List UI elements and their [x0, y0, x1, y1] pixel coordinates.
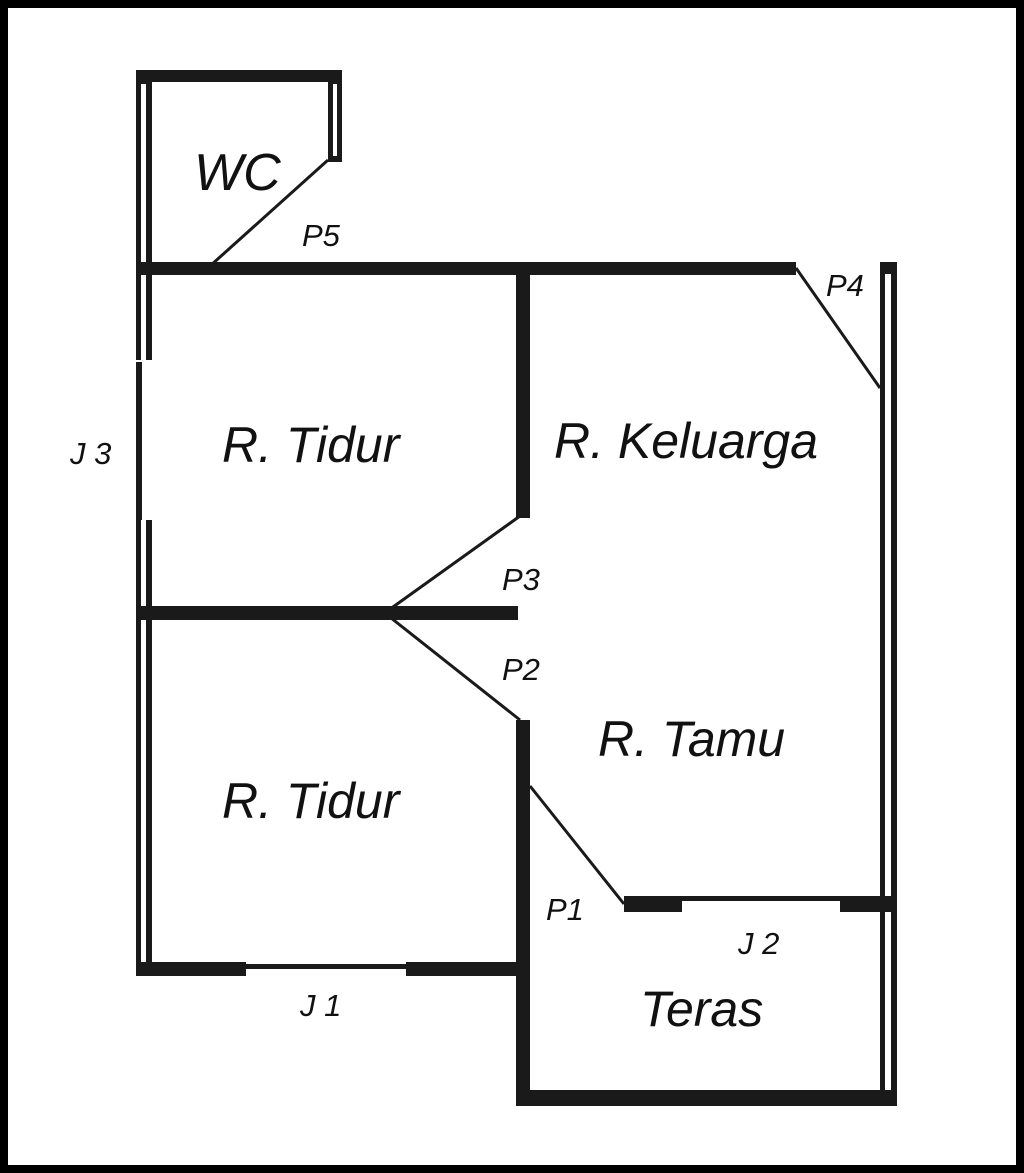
- window-j1: [246, 964, 406, 969]
- wall-interior-upper: [516, 262, 530, 518]
- room-label-family-room: R. Keluarga: [554, 413, 818, 469]
- room-label-wc: WC: [194, 144, 281, 202]
- door-label-p3: P3: [502, 562, 540, 597]
- wall-top-main: [136, 262, 796, 275]
- door-labels: P5 P4 P3 P2 P1: [302, 218, 864, 927]
- door-p4-swing: [794, 267, 882, 389]
- door-p5-swing: [208, 158, 330, 268]
- door-label-p5: P5: [302, 218, 341, 253]
- door-p1-swing: [528, 785, 626, 905]
- wall-right-inner: [885, 274, 891, 1096]
- window-labels: J 3 J 2 J 1: [69, 436, 779, 1023]
- wall-wc-right-inner: [333, 84, 337, 156]
- door-swings: [208, 158, 882, 905]
- door-p2-swing: [385, 612, 521, 722]
- room-label-terrace: Teras: [640, 981, 763, 1037]
- wall-bottom-bedroom-left: [136, 962, 246, 976]
- door-label-p4: P4: [826, 268, 864, 303]
- room-label-bedroom-bottom: R. Tidur: [222, 773, 402, 829]
- wall-left-lower-inner: [141, 520, 146, 966]
- walls: [136, 70, 897, 1106]
- wall-interior-lower: [516, 720, 530, 1106]
- wall-terrace-right: [840, 896, 892, 912]
- wall-wc-top: [136, 70, 342, 82]
- wall-left-upper-inner: [141, 84, 146, 360]
- wall-terrace-left: [624, 896, 682, 912]
- window-j2: [682, 896, 840, 901]
- wall-terrace-bottom: [516, 1090, 897, 1106]
- wall-bottom-bedroom-right: [406, 962, 518, 976]
- door-label-p2: P2: [502, 652, 540, 687]
- room-labels: WC R. Tidur R. Keluarga R. Tamu R. Tidur…: [194, 144, 818, 1037]
- window-label-j1: J 1: [299, 988, 341, 1023]
- room-label-bedroom-top: R. Tidur: [222, 417, 402, 473]
- door-p3-swing: [385, 514, 521, 614]
- wall-mid-bedrooms: [136, 606, 518, 620]
- room-label-living-room: R. Tamu: [598, 711, 785, 767]
- door-label-p1: P1: [546, 892, 584, 927]
- window-label-j3: J 3: [69, 436, 111, 471]
- window-j3-sill: [136, 362, 142, 520]
- window-label-j2: J 2: [737, 926, 779, 961]
